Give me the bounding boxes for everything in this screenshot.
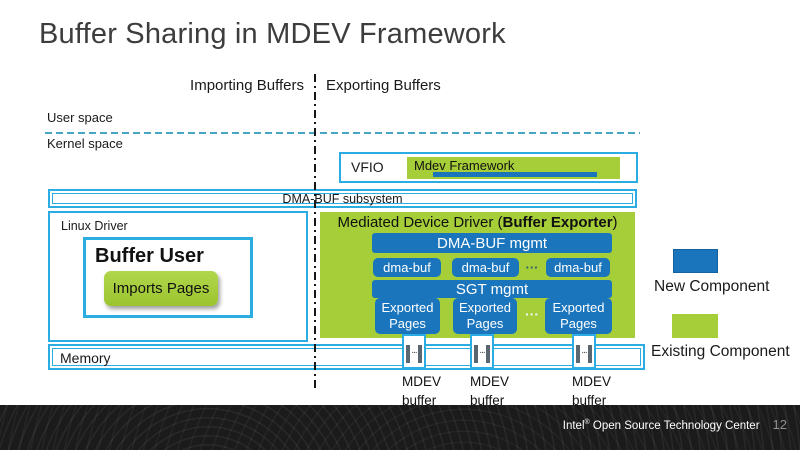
memory-bar: Memory	[48, 344, 645, 370]
buffer-page-bar	[576, 345, 580, 363]
buffer-page-bar	[486, 345, 490, 363]
dma-buf-ellipsis: ···	[525, 260, 539, 275]
footer-text: Intel® Open Source Technology Center 12	[563, 417, 787, 432]
dma-buf-subsystem-label: DMA-BUF subsystem	[282, 191, 403, 206]
dma-buf-chip: dma-buf	[452, 258, 519, 277]
buffer-page-bar	[588, 345, 592, 363]
mediated-title-pre: Mediated Device Driver (	[337, 214, 503, 231]
mdev-framework-label: Mdev Framework	[414, 158, 515, 173]
buffer-page-bar	[418, 345, 422, 363]
registered-mark: ®	[584, 419, 590, 427]
importing-buffers-label: Importing Buffers	[190, 77, 304, 94]
footer-bar: Intel® Open Source Technology Center 12	[0, 405, 800, 450]
buffer-user-label: Buffer User	[95, 245, 204, 267]
mediated-device-driver-box: Mediated Device Driver (Buffer Exporter)…	[320, 212, 635, 338]
mdev-buffer-label: MDEV buffer	[572, 372, 611, 410]
import-export-divider-line	[314, 74, 316, 392]
imports-pages-box: Imports Pages	[104, 271, 218, 306]
mdev-buffer-cell: ...	[572, 334, 596, 369]
footer-brand-rest: Open Source Technology Center	[589, 420, 760, 432]
buffer-page-bar	[474, 345, 478, 363]
existing-component-label: Existing Component	[651, 343, 790, 360]
exported-pages-chip: Exported Pages	[545, 298, 612, 334]
kernel-space-label: Kernel space	[47, 136, 123, 151]
mdev-buffer-cell: ...	[470, 334, 494, 369]
footer-brand: Intel® Open Source Technology Center	[563, 419, 760, 432]
exporting-buffers-label: Exporting Buffers	[326, 77, 441, 94]
mdev-buffer-label-line2: buffer	[572, 393, 607, 408]
mdev-framework-box: Mdev Framework	[407, 157, 620, 179]
footer-brand-name: Intel	[562, 420, 585, 432]
memory-cell-ellipsis: ...	[581, 345, 587, 356]
memory-label: Memory	[60, 350, 111, 366]
dma-buf-subsystem-bar: DMA-BUF subsystem	[48, 189, 637, 208]
exported-pages-ellipsis: ···	[525, 305, 539, 322]
user-space-label: User space	[47, 110, 113, 125]
mdev-framework-blue-bar	[433, 172, 597, 177]
imports-pages-label: Imports Pages	[112, 280, 210, 297]
vfio-label: VFIO	[351, 159, 384, 175]
mdev-buffer-label-line1: MDEV	[402, 374, 442, 389]
existing-component-swatch	[672, 314, 718, 338]
new-component-label: New Component	[654, 278, 770, 295]
page-number: 12	[772, 417, 787, 432]
sgt-mgmt-bar: SGT mgmt	[372, 280, 612, 298]
vfio-box: VFIO Mdev Framework	[339, 152, 638, 183]
memory-cell-ellipsis: ...	[411, 345, 417, 356]
buffer-page-bar	[406, 345, 410, 363]
dma-buf-chip: dma-buf	[546, 258, 610, 277]
page-title: Buffer Sharing in MDEV Framework	[39, 18, 506, 50]
mdev-buffer-cell: ...	[402, 334, 426, 369]
mediated-title-post: )	[612, 214, 618, 231]
mediated-title-bold: Buffer Exporter	[502, 214, 613, 231]
memory-cell-ellipsis: ...	[479, 345, 485, 356]
mdev-buffer-label-line1: MDEV	[470, 374, 510, 389]
exported-pages-chip: Exported Pages	[453, 298, 517, 334]
dma-buf-chip: dma-buf	[373, 258, 441, 277]
mdev-buffer-label-line1: MDEV	[572, 374, 612, 389]
new-component-swatch	[673, 249, 718, 273]
mdev-buffer-label: MDEV buffer	[470, 372, 509, 410]
linux-driver-label: Linux Driver	[61, 219, 128, 233]
mdev-buffer-label-line2: buffer	[402, 393, 437, 408]
dma-buf-mgmt-bar: DMA-BUF mgmt	[372, 233, 612, 253]
user-kernel-divider-line	[45, 132, 640, 134]
exported-pages-chip: Exported Pages	[375, 298, 440, 334]
mdev-buffer-label-line2: buffer	[470, 393, 505, 408]
mediated-device-driver-title: Mediated Device Driver (Buffer Exporter)	[320, 214, 635, 231]
mdev-buffer-label: MDEV buffer	[402, 372, 441, 410]
